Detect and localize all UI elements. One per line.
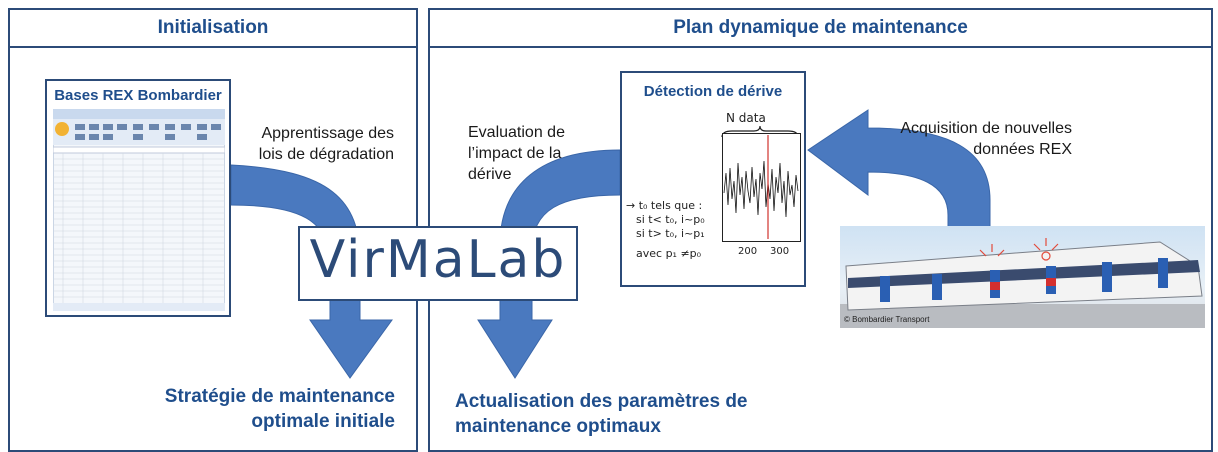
drift-detection-card: Détection de dérive N data 200 300 → t₀ …: [620, 71, 806, 287]
evaluation-line1: Evaluation de: [468, 124, 565, 141]
initial-strategy-line2: optimale initiale: [251, 411, 395, 432]
tick-300: 300: [770, 246, 790, 257]
tick-200: 200: [738, 246, 758, 257]
n-data-brace: [721, 125, 799, 138]
rule-line3: si t> t₀, i~p₁: [636, 227, 705, 240]
dynamic-plan-title: Plan dynamique de maintenance: [430, 10, 1211, 48]
acquisition-label: Acquisition de nouvelles données REX: [860, 118, 1072, 160]
initial-strategy-output: Stratégie de maintenance optimale initia…: [140, 384, 395, 434]
drift-detection-title: Détection de dérive: [643, 83, 783, 100]
train-image: © Bombardier Transport: [840, 226, 1205, 328]
learning-label-line1: Apprentissage des: [261, 125, 394, 142]
learning-label: Apprentissage des lois de dégradation: [254, 123, 394, 165]
train-credit: © Bombardier Transport: [844, 315, 930, 324]
updated-parameters-line2: maintenance optimaux: [455, 416, 661, 437]
initialisation-title: Initialisation: [10, 10, 416, 48]
signal-plot: [722, 133, 801, 242]
rule-line2: si t< t₀, i~p₀: [636, 213, 705, 226]
rule-line4: avec p₁ ≠p₀: [636, 247, 702, 260]
spreadsheet-image: [53, 109, 225, 311]
evaluation-arrow: [477, 149, 621, 379]
train-illustration: [840, 238, 1205, 328]
learning-label-line2: lois de dégradation: [258, 146, 394, 163]
acquisition-line2: données REX: [973, 141, 1072, 158]
evaluation-line3: dérive: [468, 166, 512, 183]
evaluation-label: Evaluation de l’impact de la dérive: [468, 122, 608, 185]
virmalab-logo: VirMaLab: [298, 226, 578, 301]
learning-arrow: [230, 164, 393, 379]
rule-line1: → t₀ tels que :: [626, 199, 703, 212]
acquisition-line1: Acquisition de nouvelles: [900, 120, 1072, 137]
rex-database-title: Bases REX Bombardier: [54, 87, 222, 104]
drift-rule: → t₀ tels que : si t< t₀, i~p₀ si t> t₀,…: [626, 199, 722, 261]
initial-strategy-line1: Stratégie de maintenance: [164, 386, 395, 407]
evaluation-line2: l’impact de la: [468, 145, 562, 162]
acquisition-arrow: [807, 109, 991, 229]
virmalab-logo-text: VirMaLab: [309, 230, 567, 290]
updated-parameters-line1: Actualisation des paramètres de: [455, 391, 748, 412]
rex-database-card: Bases REX Bombardier: [45, 79, 231, 317]
updated-parameters-output: Actualisation des paramètres de maintena…: [455, 389, 815, 439]
n-data-label: N data: [726, 111, 766, 125]
